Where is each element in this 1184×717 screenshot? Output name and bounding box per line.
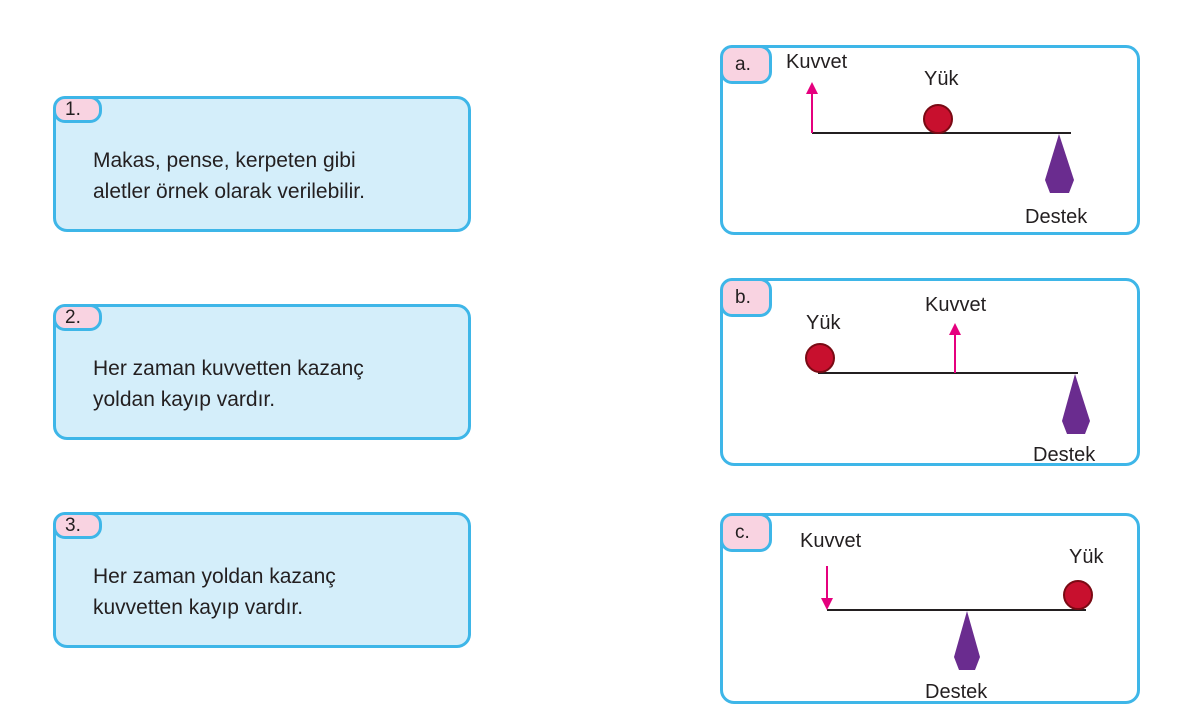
force-label: Kuvvet [800,530,862,552]
force-arrowhead-icon [949,323,961,335]
lever-letter-badge: a. [720,45,772,84]
load-ball-icon [1063,580,1093,610]
lever-card-b: b. Yük Kuvvet Destek [720,278,1140,466]
load-ball-icon [805,343,835,373]
statement-text: Her zaman yoldan kazanç kuvvetten kayıp … [93,565,336,619]
lever-diagram-b [805,323,1090,434]
support-label: Destek [1033,444,1096,466]
load-ball-icon [923,104,953,134]
lever-diagram-a [806,82,1074,193]
statement-number-badge: 2. [53,304,102,331]
lever-letter-badge: b. [720,278,772,317]
statement-text: Makas, pense, kerpeten gibi aletler örne… [93,149,365,203]
lever-card-a: a. Kuvvet Yük Destek [720,45,1140,235]
force-arrowhead-icon [806,82,818,94]
load-label: Yük [1069,546,1104,568]
statement-card-2: 2. Her zaman kuvvetten kazanç yoldan kay… [53,304,471,440]
load-label: Yük [806,312,841,334]
support-fulcrum-icon [1045,134,1074,193]
lever-diagram-c [821,566,1093,670]
support-label: Destek [1025,206,1088,228]
force-arrowhead-icon [821,598,833,610]
support-label: Destek [925,681,988,703]
lever-card-c: c. Kuvvet Yük Destek [720,513,1140,704]
load-label: Yük [924,68,959,90]
force-label: Kuvvet [786,51,848,73]
lever-letter-badge: c. [720,513,772,552]
support-fulcrum-icon [954,611,980,670]
statement-number-badge: 3. [53,512,102,539]
statement-card-3: 3. Her zaman yoldan kazanç kuvvetten kay… [53,512,471,648]
force-label: Kuvvet [925,294,987,316]
statement-card-1: 1. Makas, pense, kerpeten gibi aletler ö… [53,96,471,232]
statement-text: Her zaman kuvvetten kazanç yoldan kayıp … [93,357,364,411]
statement-number-badge: 1. [53,96,102,123]
support-fulcrum-icon [1062,374,1090,434]
